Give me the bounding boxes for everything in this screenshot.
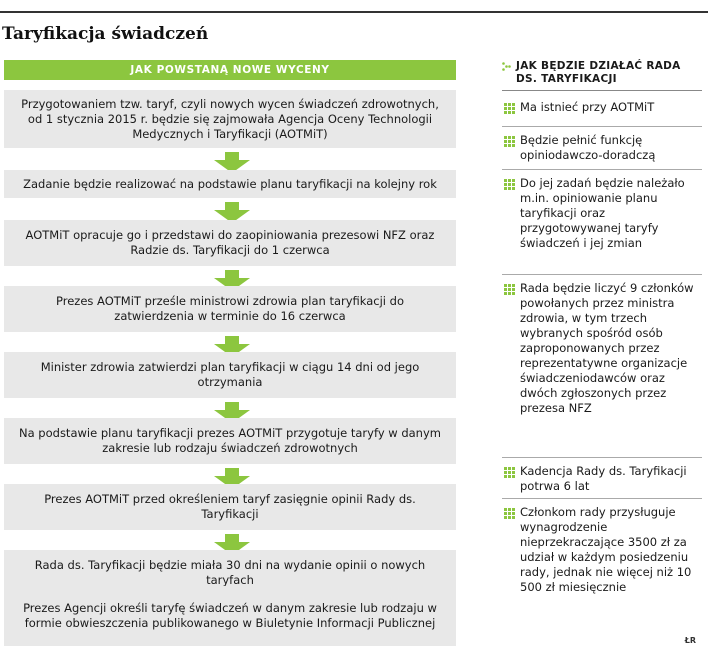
- grid-bullet-icon: [504, 179, 515, 190]
- sidebar-item: Do jej zadań będzie należało m.in. opini…: [502, 176, 702, 274]
- sidebar-item: Ma istnieć przy AOTMiT: [502, 100, 702, 126]
- divider: [502, 274, 702, 275]
- sidebar-header: Jak będzie działać Rada ds. Taryfikacji: [502, 60, 702, 86]
- divider: [502, 457, 702, 458]
- grid-bullet-icon: [504, 284, 515, 295]
- grid-bullet-icon: [504, 508, 515, 519]
- divider: [502, 126, 702, 127]
- sidebar-header-label: Jak będzie działać Rada ds. Taryfikacji: [516, 60, 681, 85]
- divider: [502, 498, 702, 499]
- sidebar-item: Członkom rady przysługuje wynagrodzenie …: [502, 505, 702, 603]
- grid-bullet-icon: [504, 467, 515, 478]
- flow-step-2: Zadanie będzie realizować na podstawie p…: [4, 170, 456, 198]
- sidebar-item-text: Członkom rady przysługuje wynagrodzenie …: [520, 505, 692, 594]
- grid-bullet-icon: [504, 136, 515, 147]
- sidebar-item-text: Do jej zadań będzie należało m.in. opini…: [520, 176, 685, 250]
- flow-step-5: Minister zdrowia zatwierdzi plan taryfik…: [4, 352, 456, 398]
- flow-step-4: Prezes AOTMiT prześle ministrowi zdrowia…: [4, 286, 456, 332]
- sidebar-item: Będzie pełnić funkcję opiniodawczo-dorad…: [502, 133, 702, 169]
- flow-step-9: Prezes Agencji określi taryfę świadczeń …: [4, 586, 456, 646]
- flow-arrow: [214, 152, 250, 173]
- dots-icon: [502, 62, 511, 71]
- sidebar-item: Kadencja Rady ds. Taryfikacji potrwa 6 l…: [502, 464, 702, 498]
- sidebar-item: Rada będzie liczyć 9 członków powołanych…: [502, 281, 702, 457]
- author-initials: ŁR: [684, 636, 696, 645]
- sidebar-item-text: Ma istnieć przy AOTMiT: [520, 100, 655, 114]
- flow-header: Jak powstaną nowe wyceny: [4, 60, 456, 80]
- flow-arrow: [214, 202, 250, 223]
- flow-diagram: Jak powstaną nowe wyceny Przygotowaniem …: [4, 60, 456, 646]
- top-rule: [0, 11, 708, 13]
- grid-bullet-icon: [504, 103, 515, 114]
- flow-step-6: Na podstawie planu taryfikacji prezes AO…: [4, 418, 456, 464]
- sidebar-rada: Jak będzie działać Rada ds. Taryfikacji …: [502, 60, 702, 603]
- sidebar-item-text: Kadencja Rady ds. Taryfikacji potrwa 6 l…: [520, 464, 687, 493]
- flow-step-3: AOTMiT opracuje go i przedstawi do zaopi…: [4, 220, 456, 266]
- sidebar-item-text: Będzie pełnić funkcję opiniodawczo-dorad…: [520, 133, 656, 162]
- sidebar-item-text: Rada będzie liczyć 9 członków powołanych…: [520, 281, 694, 415]
- flow-step-7: Prezes AOTMiT przed określeniem taryf za…: [4, 484, 456, 530]
- divider: [502, 169, 702, 170]
- page-title: Taryfikacja świadczeń: [2, 24, 209, 44]
- divider: [502, 90, 702, 91]
- flow-step-1: Przygotowaniem tzw. taryf, czyli nowych …: [4, 90, 456, 148]
